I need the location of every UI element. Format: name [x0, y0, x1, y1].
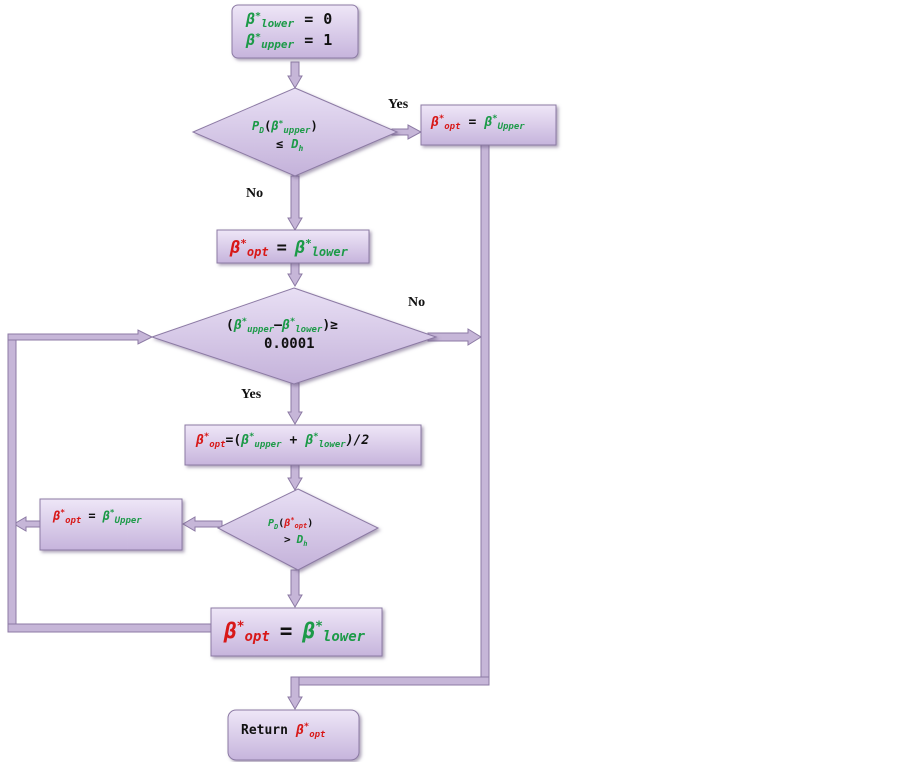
edge-label-no-1: No: [246, 186, 263, 201]
right-line: [480, 144, 490, 686]
edge-label-yes-1: Yes: [388, 97, 409, 112]
svg-text:≤Dh: ≤Dh: [276, 137, 303, 153]
bottom-line: [290, 676, 490, 686]
start-box: β*lower=0 β*upper=1: [231, 4, 359, 59]
arrow-start-to-check: [287, 61, 303, 89]
loop-condition-decision: (β*upper–β*lower)≥ 0.0001: [150, 287, 438, 385]
set-lower-box: β*opt=β*lower: [210, 607, 383, 657]
edge-label-yes-2: Yes: [241, 387, 262, 402]
svg-text:β*opt=β*lower: β*opt=β*lower: [223, 619, 366, 645]
check-opt-decision: PD(β*opt) >Dh: [216, 488, 380, 571]
svg-text:β*opt=β*Upper: β*opt=β*Upper: [430, 114, 525, 132]
arrow-check-yes: [391, 124, 423, 140]
edge-label-no-2: No: [408, 295, 425, 310]
connectors: [7, 61, 490, 710]
arrow-loop-yes: [287, 382, 303, 425]
svg-text:β*upper=1: β*upper=1: [245, 31, 332, 51]
check-upper-decision: PD(β*upper) ≤Dh: [191, 87, 399, 177]
arrow-to-return: [287, 676, 303, 710]
svg-text:PD(β*upper): PD(β*upper): [252, 119, 318, 136]
arrow-loop-no: [427, 328, 482, 346]
init-opt-lower-box: β*opt=β*lower: [216, 229, 370, 264]
svg-text:0.0001: 0.0001: [264, 336, 315, 352]
loopback-line: [7, 333, 17, 633]
svg-text:β*lower=0: β*lower=0: [245, 10, 332, 30]
lower-to-loopback: [7, 623, 214, 633]
svg-text:β*opt=β*Upper: β*opt=β*Upper: [52, 508, 142, 526]
arrow-check2-to-lower: [287, 569, 303, 608]
opt-upper-box: β*opt=β*Upper: [420, 104, 557, 146]
arrow-check-no: [287, 175, 303, 231]
arrow-mid-to-check: [287, 464, 303, 491]
arrow-init-to-loop: [287, 262, 303, 287]
arrow-check2-yes: [182, 516, 223, 532]
arrow-loopback-to-loop: [7, 329, 154, 345]
svg-text:β*opt=β*lower: β*opt=β*lower: [229, 237, 349, 259]
arrow-upper-to-loopback: [13, 516, 41, 532]
set-upper-box: β*opt=β*Upper: [39, 498, 183, 551]
svg-text:>Dh: >Dh: [284, 533, 307, 548]
midpoint-box: β*opt=(β*upper+β*lower)/2: [184, 424, 422, 466]
svg-text:PD(β*opt): PD(β*opt): [268, 516, 313, 531]
svg-text:β*opt=(β*upper+β*lower)/2: β*opt=(β*upper+β*lower)/2: [195, 432, 369, 450]
svg-text:(β*upper–β*lower)≥: (β*upper–β*lower)≥: [226, 317, 338, 335]
